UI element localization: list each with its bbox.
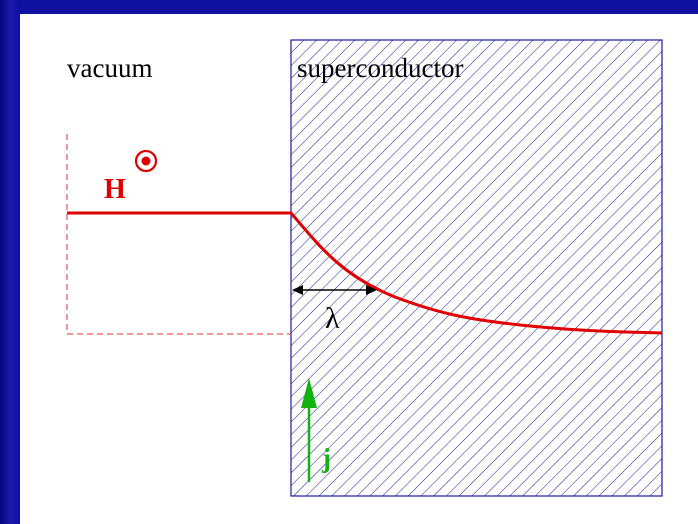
field-label: H [104, 174, 126, 205]
arrowhead-left-icon [292, 285, 303, 295]
penetration-depth-label: λ [325, 302, 340, 335]
superconductor-region [290, 39, 663, 497]
superconductor-label: superconductor [297, 53, 463, 83]
vacuum-label: vacuum [67, 53, 152, 83]
current-arrowhead-icon [301, 378, 317, 408]
field-out-of-page-icon [134, 149, 158, 173]
field-out-of-page-dot [141, 156, 151, 166]
field-profile-curve [67, 211, 663, 335]
current-label: j [321, 443, 331, 473]
arrowhead-right-icon [366, 285, 377, 295]
